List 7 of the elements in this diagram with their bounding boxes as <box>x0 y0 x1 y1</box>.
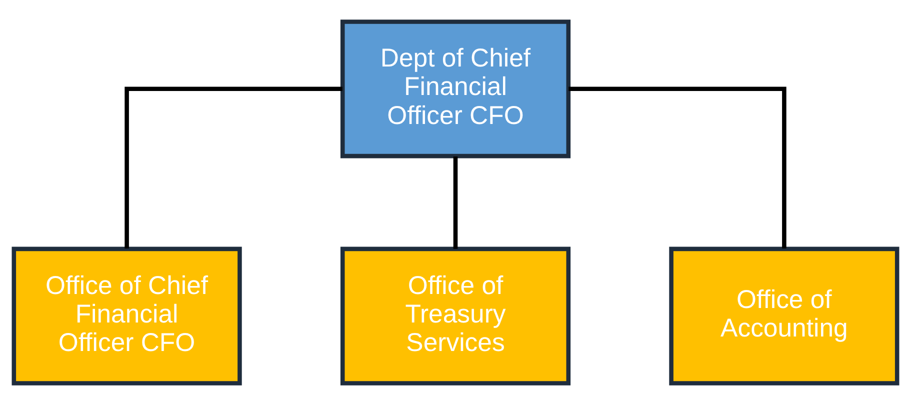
connector <box>568 86 786 248</box>
node-box: Office of Treasury Services <box>340 246 571 385</box>
node-box: Dept of Chief Financial Officer CFO <box>340 19 571 158</box>
connector <box>453 156 458 248</box>
connector <box>124 86 342 248</box>
node-box: Office of Chief Financial Officer CFO <box>12 246 242 385</box>
node-box: Office of Accounting <box>669 246 900 385</box>
